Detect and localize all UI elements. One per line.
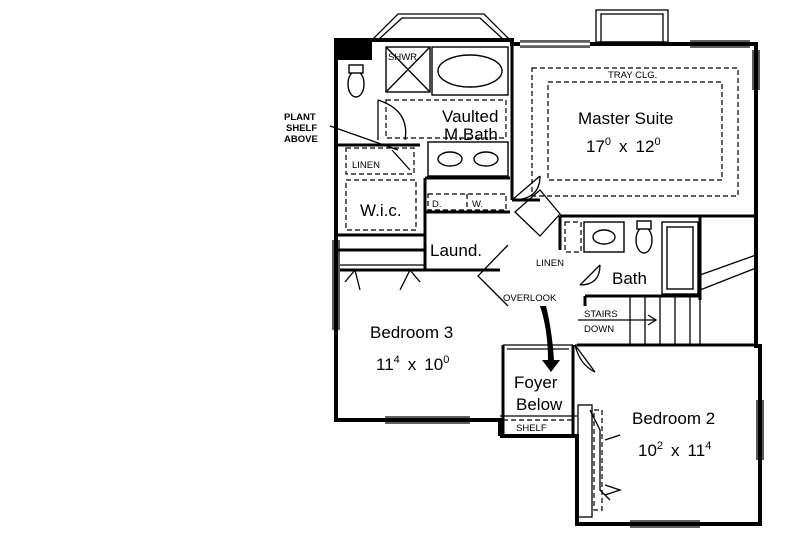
wall-master [510, 40, 758, 342]
fixtures [345, 46, 699, 518]
master-top-bump [595, 9, 669, 43]
door-swings [344, 99, 623, 501]
stairs [578, 250, 758, 345]
toilet-bath [635, 226, 653, 254]
stairs-label-line2: DOWN [584, 324, 614, 335]
closet-bedroom2 [577, 404, 593, 518]
foyer-line1: Foyer [514, 373, 558, 392]
vaulted-bath-line1: Vaulted [442, 107, 498, 126]
overlook-arrow [540, 306, 560, 372]
master-suite-name: Master Suite [578, 109, 673, 128]
bedroom3-name: Bedroom 3 [370, 323, 453, 342]
shower-label: SHWR. [388, 52, 420, 63]
plant-shelf-line2: SHELF [286, 123, 317, 134]
linen-label-1: LINEN [352, 160, 380, 171]
bath-bay-window [371, 13, 511, 41]
foyer-line2: Below [516, 395, 563, 414]
overlook-label: OVERLOOK [503, 293, 557, 304]
plant-shelf-line1: PLANT [284, 112, 316, 123]
master-top-bump-inner [600, 13, 664, 43]
tray-ceiling-label: TRAY CLG. [608, 70, 657, 81]
wic-shelf [345, 179, 417, 231]
stairs-label-line1: STAIRS [584, 309, 618, 320]
plant-shelf-leader [329, 125, 399, 151]
washer-label: W. [472, 199, 483, 210]
vaulted-bath-line2: M.Bath [444, 125, 498, 144]
bath-bay-window-inner [377, 17, 505, 41]
tray-ceiling-inner [547, 81, 723, 181]
interior-walls [336, 44, 756, 436]
washer-dryer [427, 193, 507, 211]
corner-column [336, 40, 372, 60]
dryer-label: D. [432, 199, 442, 210]
laundry-name: Laund. [430, 241, 482, 260]
linen-closet-2 [564, 221, 582, 253]
linen-closet-1 [345, 147, 415, 175]
window-marks [332, 40, 764, 528]
shelf-label: SHELF [516, 423, 547, 434]
plant-shelf-line3: ABOVE [284, 134, 318, 145]
bath-partition [385, 99, 507, 139]
wic-name: W.i.c. [360, 201, 402, 220]
toilet-master [347, 70, 365, 98]
tray-ceiling-outer [531, 67, 739, 197]
bedroom2-name: Bedroom 2 [632, 409, 715, 428]
bath-name: Bath [612, 269, 647, 288]
linen-label-2: LINEN [536, 258, 564, 269]
